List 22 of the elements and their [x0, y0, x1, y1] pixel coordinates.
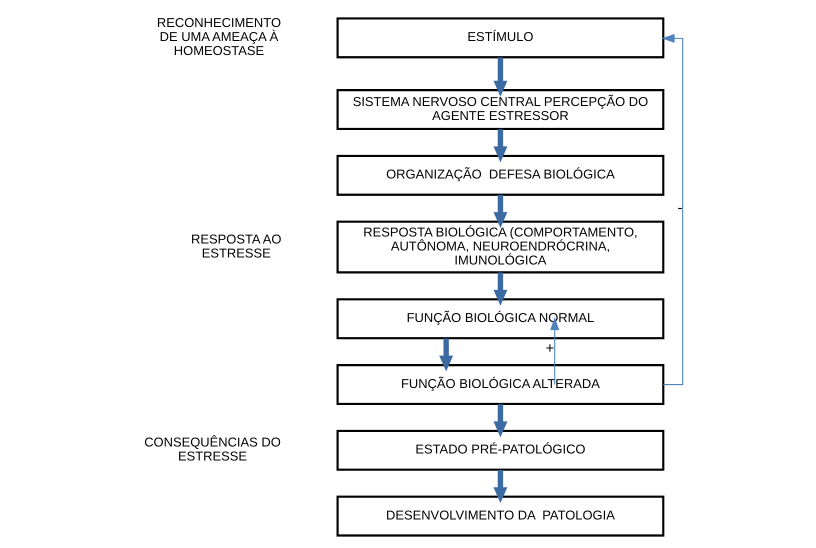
- node-box: DESENVOLVIMENTO DA PATOLOGIA: [336, 496, 664, 537]
- label: RECONHECIMENTO DE UMA AMEAÇA À HOMEOSTASE: [156, 15, 281, 58]
- node-box: ESTÍMULO: [336, 17, 664, 58]
- node-box: ORGANIZAÇÃO DEFESA BIOLÓGICA: [336, 154, 664, 196]
- arrow: [493, 129, 507, 162]
- label: CONSEQUÊNCIAS DO ESTRESSE: [144, 434, 280, 464]
- edge-label: -: [676, 200, 682, 217]
- arrow: [438, 338, 453, 372]
- node-box: SISTEMA NERVOSO CENTRAL PERCEPÇÃO DO AGENTE ESTRESSOR: [336, 89, 664, 130]
- arrow: [493, 404, 507, 438]
- node-box: FUNÇÃO BIOLÓGICA ALTERADA: [336, 364, 664, 406]
- arrow: [550, 317, 559, 385]
- edge-label: +: [544, 340, 554, 357]
- label: RESPOSTA AO ESTRESSE: [190, 231, 281, 260]
- arrow: [493, 57, 507, 97]
- node-box: FUNÇÃO BIOLÓGICA NORMAL: [336, 298, 664, 340]
- node-box: RESPOSTA BIOLÓGICA (COMPORTAMENTO, AUTÔNOMA, NEUROENDRÓCRINA, IMUNOLÓGICA: [336, 220, 664, 274]
- arrow: [493, 470, 507, 504]
- arrow: [661, 34, 683, 386]
- node-box: ESTADO PRÉ-PATOLÓGICO: [336, 430, 664, 471]
- arrow: [493, 194, 507, 228]
- arrow: [493, 272, 507, 306]
